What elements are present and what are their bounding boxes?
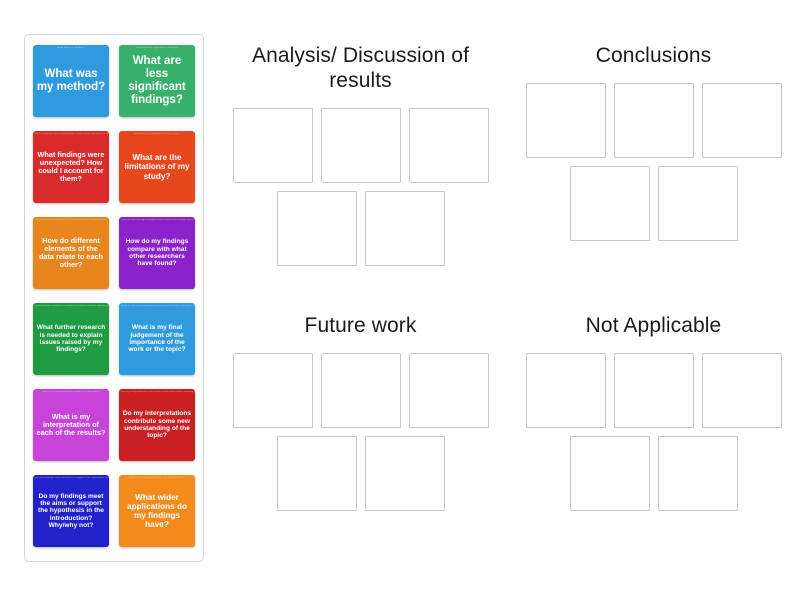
drop-slot-row — [569, 165, 738, 241]
drop-slot-area — [523, 82, 785, 241]
drop-slot[interactable] — [657, 165, 738, 241]
tile-label: What are the limitations of my study? — [124, 153, 190, 181]
tile-label: What was my method? — [36, 68, 106, 93]
drop-slot[interactable] — [408, 107, 489, 183]
tile-label: What findings were unexpected? How could… — [37, 149, 105, 184]
group-group-future-work: Future work — [214, 304, 507, 574]
drop-slot[interactable] — [613, 352, 694, 428]
question-tile[interactable]: What are less significant findings? What … — [119, 45, 195, 117]
question-tile[interactable]: How do different elements of the data re… — [33, 217, 109, 289]
drop-slot[interactable] — [320, 107, 401, 183]
tile-ghost-label: How do my findings compare with what oth… — [121, 219, 195, 221]
drop-slot-row — [232, 107, 489, 183]
tile-ghost-label: Do my findings meet the aims or support … — [35, 477, 109, 479]
drop-slot[interactable] — [657, 435, 738, 511]
drop-slot[interactable] — [408, 352, 489, 428]
tile-grid: What was my method?What was my method?Wh… — [33, 45, 195, 553]
question-tile[interactable]: What wider applications do my findings h… — [119, 475, 195, 547]
tile-label: What is my interpretation of each of the… — [36, 411, 106, 438]
tile-ghost-label: Do my interpretations contribute some ne… — [121, 391, 195, 393]
drop-slot[interactable] — [364, 435, 445, 511]
tile-tray: What was my method?What was my method?Wh… — [24, 34, 204, 562]
tile-ghost-label: What further research is needed to expla… — [35, 305, 109, 307]
drop-slot-row — [232, 352, 489, 428]
drop-slot[interactable] — [232, 107, 313, 183]
question-tile[interactable]: What further research is needed to expla… — [33, 303, 109, 375]
drop-slot-row — [276, 435, 445, 511]
question-tile[interactable]: What was my method? What was my method? — [33, 45, 109, 117]
group-group-analysis: Analysis/ Discussion of results — [214, 34, 507, 304]
question-tile[interactable]: How do my findings compare with what oth… — [119, 217, 195, 289]
group-title: Future work — [304, 314, 417, 337]
tile-ghost-label: What is my interpretation of each of the… — [41, 391, 101, 393]
drop-slot[interactable] — [613, 82, 694, 158]
drop-slot[interactable] — [276, 435, 357, 511]
question-tile[interactable]: What is my final judgement of the import… — [119, 303, 195, 375]
tile-label: Do my findings meet the aims or support … — [38, 492, 104, 530]
tile-ghost-label: What are the limitations of my study? — [133, 133, 181, 135]
drop-slot-row — [525, 82, 782, 158]
group-group-not-applicable: Not Applicable — [507, 304, 800, 574]
group-title: Not Applicable — [585, 314, 722, 337]
drop-slot[interactable] — [525, 352, 606, 428]
drop-slot-row — [569, 435, 738, 511]
question-tile[interactable]: What findings were unexpected? How could… — [33, 131, 109, 203]
tile-label: What further research is needed to expla… — [36, 324, 106, 354]
drop-slot[interactable] — [701, 82, 782, 158]
drop-slot[interactable] — [701, 352, 782, 428]
drop-slot[interactable] — [232, 352, 313, 428]
drop-slot-area — [523, 352, 785, 511]
drop-slot-area — [230, 107, 492, 266]
tile-label: How do different elements of the data re… — [38, 235, 104, 270]
drop-slot[interactable] — [569, 435, 650, 511]
group-title: Conclusions — [595, 44, 712, 67]
group-group-conclusions: Conclusions — [507, 34, 800, 304]
sorting-board: Analysis/ Discussion of results Conclusio… — [214, 34, 800, 574]
tile-ghost-label: What findings were unexpected? How could… — [35, 133, 109, 135]
drop-slot[interactable] — [276, 190, 357, 266]
drop-slot[interactable] — [320, 352, 401, 428]
question-tile[interactable]: Do my interpretations contribute some ne… — [119, 389, 195, 461]
question-tile[interactable]: What is my interpretation of each of the… — [33, 389, 109, 461]
group-quadrants: Analysis/ Discussion of results Conclusio… — [214, 34, 800, 574]
tile-ghost-label: What are less significant findings? — [135, 47, 179, 49]
tile-label: Do my interpretations contribute some ne… — [122, 410, 192, 440]
drop-slot-row — [525, 352, 782, 428]
question-tile[interactable]: What are the limitations of my study? Wha… — [119, 131, 195, 203]
drop-slot-row — [276, 190, 445, 266]
tile-ghost-label: What is my final judgement of the import… — [121, 305, 195, 307]
drop-slot[interactable] — [525, 82, 606, 158]
drop-slot-area — [230, 352, 492, 511]
tile-ghost-label: How do different elements of the data re… — [35, 219, 108, 221]
drop-slot[interactable] — [569, 165, 650, 241]
drop-slot[interactable] — [364, 190, 445, 266]
tile-ghost-label: What wider applications do my findings h… — [128, 477, 186, 479]
question-tile[interactable]: Do my findings meet the aims or support … — [33, 475, 109, 547]
tile-ghost-label: What was my method? — [56, 47, 86, 49]
group-title: Analysis/ Discussion of results — [251, 44, 470, 92]
tile-label: What wider applications do my findings h… — [126, 492, 188, 530]
tile-label: What is my final judgement of the import… — [128, 324, 186, 354]
tile-label: How do my findings compare with what oth… — [125, 238, 189, 268]
tile-label: What are less significant findings? — [128, 55, 186, 106]
